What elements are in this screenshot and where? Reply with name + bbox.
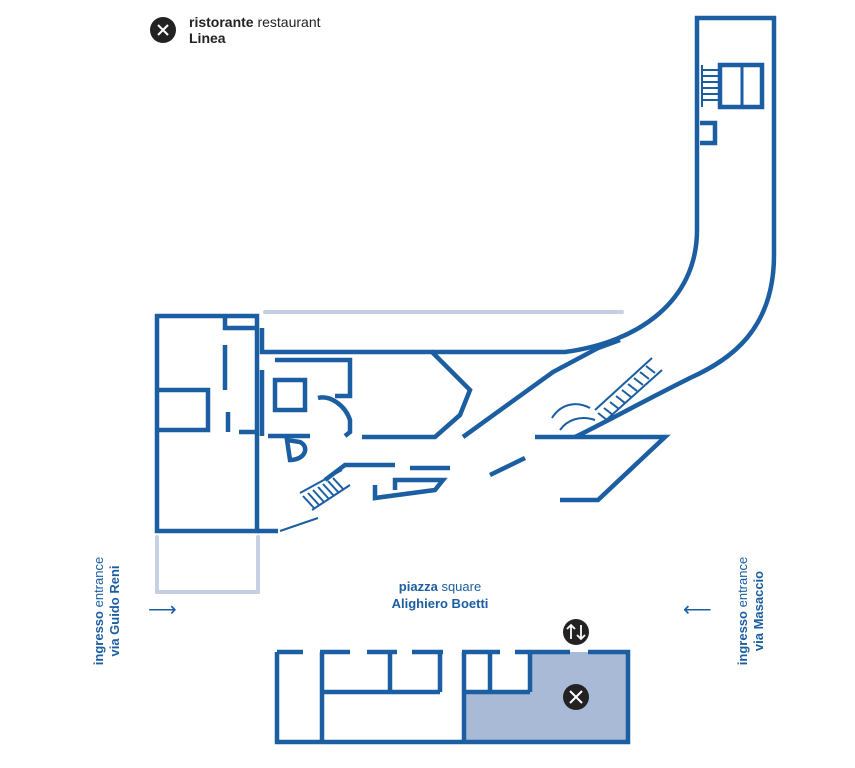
legend-label-it: ristorante xyxy=(189,14,254,30)
legend: ristorante restaurant Linea xyxy=(150,14,321,46)
plaza-label: piazza square Alighiero Boetti xyxy=(391,579,489,611)
stair-west xyxy=(299,469,351,511)
entrance-east-label: ingresso entrance via Masaccio xyxy=(735,556,766,666)
entrance-west-label: ingresso entrance via Guido Reni xyxy=(91,556,122,666)
elevator-up-down-icon xyxy=(563,619,589,645)
restaurant-icon xyxy=(563,684,589,710)
stair-east xyxy=(551,357,663,431)
legend-label-en: restaurant xyxy=(257,14,321,30)
entrance-west-arrow-icon: ⟶ xyxy=(148,599,177,621)
light-outline xyxy=(155,310,624,594)
restaurant-area xyxy=(464,692,628,742)
stairs xyxy=(299,65,718,511)
restaurant-icon xyxy=(150,17,176,43)
stair-north xyxy=(701,65,718,107)
entrance-east-arrow-icon: ⟵ xyxy=(683,599,712,621)
legend-text: ristorante restaurant Linea xyxy=(189,14,321,46)
lower-building xyxy=(274,649,631,745)
legend-restaurant-name: Linea xyxy=(189,30,226,46)
museum-building xyxy=(154,15,777,534)
